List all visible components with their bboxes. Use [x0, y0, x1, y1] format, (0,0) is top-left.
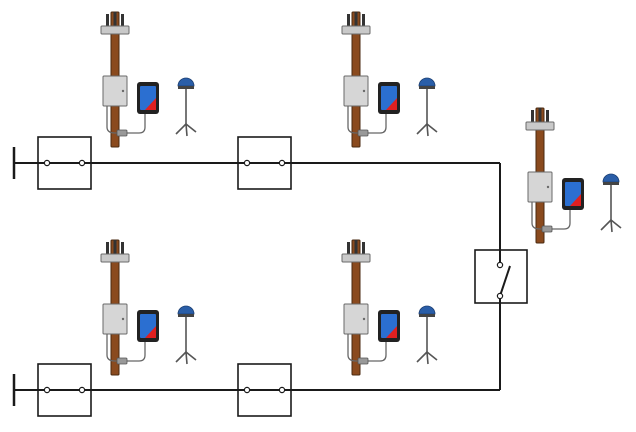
- pole-station-top-middle[interactable]: [341, 11, 438, 148]
- pole-station-bottom-left[interactable]: [100, 239, 197, 376]
- switch-box-top-middle[interactable]: [237, 136, 292, 190]
- stations: [100, 11, 622, 376]
- switch-boxes: [37, 136, 528, 417]
- pole-station-right[interactable]: [525, 107, 622, 244]
- switch-box-bottom-left[interactable]: [37, 363, 92, 417]
- tie-switch-box[interactable]: [474, 249, 528, 304]
- tie-switch-blade: [499, 265, 511, 297]
- switch-box-top-left[interactable]: [37, 136, 92, 190]
- switch-box-bottom-middle[interactable]: [237, 363, 292, 417]
- pole-station-top-left[interactable]: [100, 11, 197, 148]
- pole-station-bottom-middle[interactable]: [341, 239, 438, 376]
